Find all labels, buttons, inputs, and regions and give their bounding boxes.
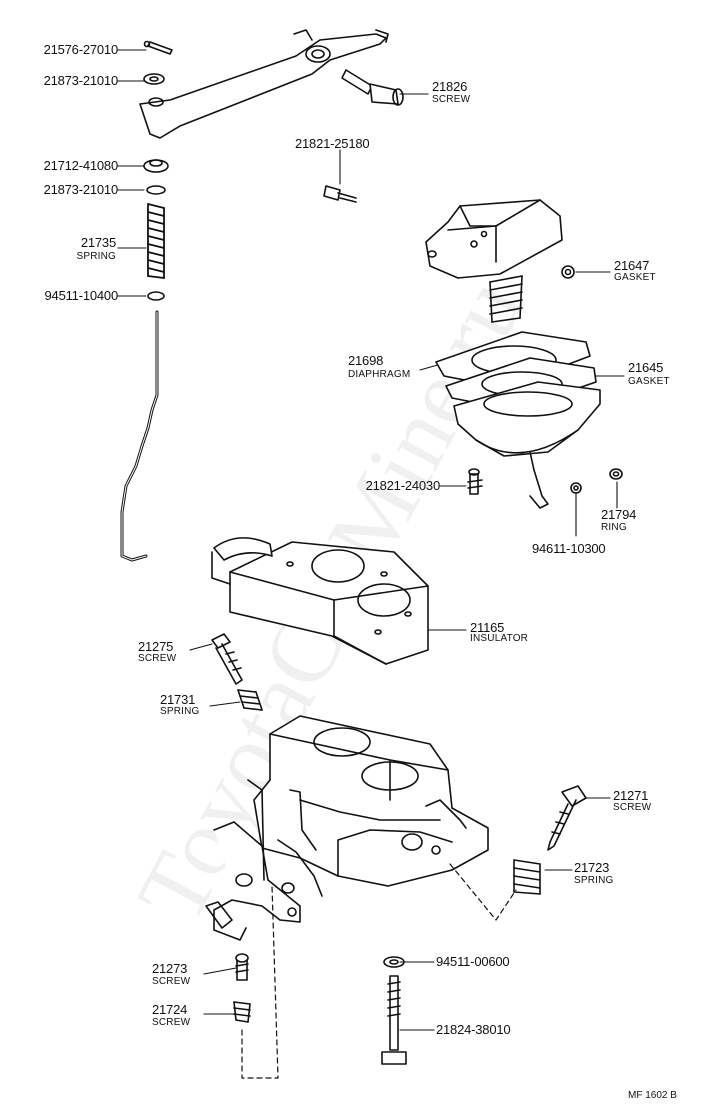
part-number-21273: 21273 [152, 961, 188, 976]
carburetor-body [253, 715, 489, 887]
part-number-21645: 21645 [628, 360, 664, 375]
diaphragm-spring [489, 275, 523, 323]
control-rod [120, 310, 159, 562]
washer-3 [147, 291, 165, 301]
part-number-21165: 21165 [470, 620, 505, 635]
washer-94611 [570, 482, 582, 494]
long-bolt [381, 975, 407, 1065]
part-number-21824-38010: 21824-38010 [436, 1022, 511, 1037]
part-number-21275: 21275 [138, 639, 174, 654]
part-number-21723: 21723 [574, 860, 610, 875]
retainer [143, 159, 169, 173]
part-name-insulator: INSULATOR [470, 633, 529, 644]
part-number-94511-10400: 94511-10400 [44, 288, 119, 303]
part-number-21271: 21271 [613, 788, 649, 803]
part-number-21873-21010-b: 21873-21010 [43, 182, 119, 197]
part-number-21873-21010: 21873-21010 [43, 73, 119, 88]
diaphragm-cover [425, 199, 563, 279]
part-name-diaphragm: DIAPHRAGM [348, 369, 411, 380]
part-number-21731: 21731 [160, 692, 196, 707]
part-name-spring-3: SPRING [574, 875, 614, 886]
screw-21275 [211, 633, 243, 685]
part-number-21821-25180: 21821-25180 [295, 136, 370, 151]
spring-21731 [237, 689, 263, 711]
assembly-lines [241, 863, 517, 1079]
gasket-small [561, 265, 575, 279]
throttle-linkage [205, 779, 323, 941]
screw-21271 [547, 785, 587, 851]
ring-21794 [609, 468, 623, 480]
part-name-screw-3: SCREW [613, 802, 652, 813]
part-number-21821-24030: 21821-24030 [365, 478, 441, 493]
cotter-pin [143, 40, 173, 55]
screw-21724 [233, 1001, 251, 1023]
screw-21821-24030 [467, 468, 483, 495]
coil-spring-left [147, 203, 165, 279]
insulator-block [211, 537, 429, 665]
washer [143, 73, 165, 85]
part-name-screw-2: SCREW [138, 653, 177, 664]
part-number-21735: 21735 [80, 235, 116, 250]
part-name-screw-5: SCREW [152, 1017, 191, 1028]
diaphragm-housing [453, 381, 601, 509]
spring-21723 [513, 859, 541, 895]
part-number-94611-10300: 94611-10300 [532, 541, 606, 556]
part-name-ring: RING [601, 522, 627, 533]
part-number-21826: 21826 [432, 79, 468, 94]
part-number-21724: 21724 [152, 1002, 188, 1017]
shoulder-screw [341, 69, 404, 106]
washer-2 [146, 185, 166, 195]
part-number-21794: 21794 [601, 507, 637, 522]
part-name-screw: SCREW [432, 94, 471, 105]
throttle-lever [139, 29, 389, 139]
part-number-21712-41080: 21712-41080 [43, 158, 119, 173]
part-number-21576-27010: 21576-27010 [43, 42, 119, 57]
washer-94511-00600 [383, 956, 405, 968]
figure-code: MF 1602 B [628, 1090, 677, 1101]
small-screw [323, 185, 357, 203]
part-name-screw-4: SCREW [152, 976, 191, 987]
part-name-spring: SPRING [76, 251, 116, 262]
part-name-gasket-2: GASKET [628, 376, 670, 387]
part-number-21647: 21647 [614, 258, 650, 273]
part-number-21698: 21698 [348, 353, 384, 368]
part-name-gasket: GASKET [614, 272, 656, 283]
part-name-spring-2: SPRING [160, 706, 200, 717]
part-number-94511-00600: 94511-00600 [436, 954, 510, 969]
screw-21273 [235, 953, 249, 981]
